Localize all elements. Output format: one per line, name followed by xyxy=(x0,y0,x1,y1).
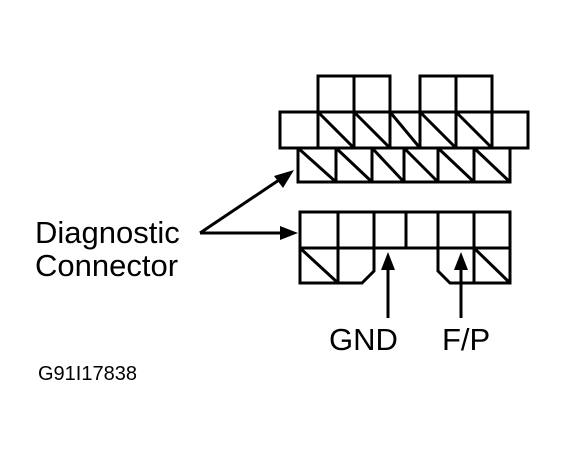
lower-connector xyxy=(298,210,512,285)
upper-top-right-cells xyxy=(418,74,494,114)
connector-label-line2: Connector xyxy=(35,248,179,283)
fp-arrow xyxy=(454,252,468,318)
upper-bottom-row xyxy=(296,146,512,184)
lower-bottom-right-block xyxy=(436,246,512,285)
leader-to-upper-connector xyxy=(199,170,294,235)
upper-connector xyxy=(278,74,530,184)
figure-code: G91I17838 xyxy=(38,363,137,385)
upper-middle-row xyxy=(278,110,530,150)
lower-bottom-left-block xyxy=(298,246,376,285)
upper-top-left-cells xyxy=(316,74,392,114)
gnd-label: GND xyxy=(329,322,398,357)
leader-to-lower-connector xyxy=(200,226,298,240)
lower-top-row xyxy=(298,210,512,250)
gnd-arrow xyxy=(381,252,395,318)
fp-label: F/P xyxy=(442,322,491,357)
connector-label-line1: Diagnostic xyxy=(35,215,180,250)
